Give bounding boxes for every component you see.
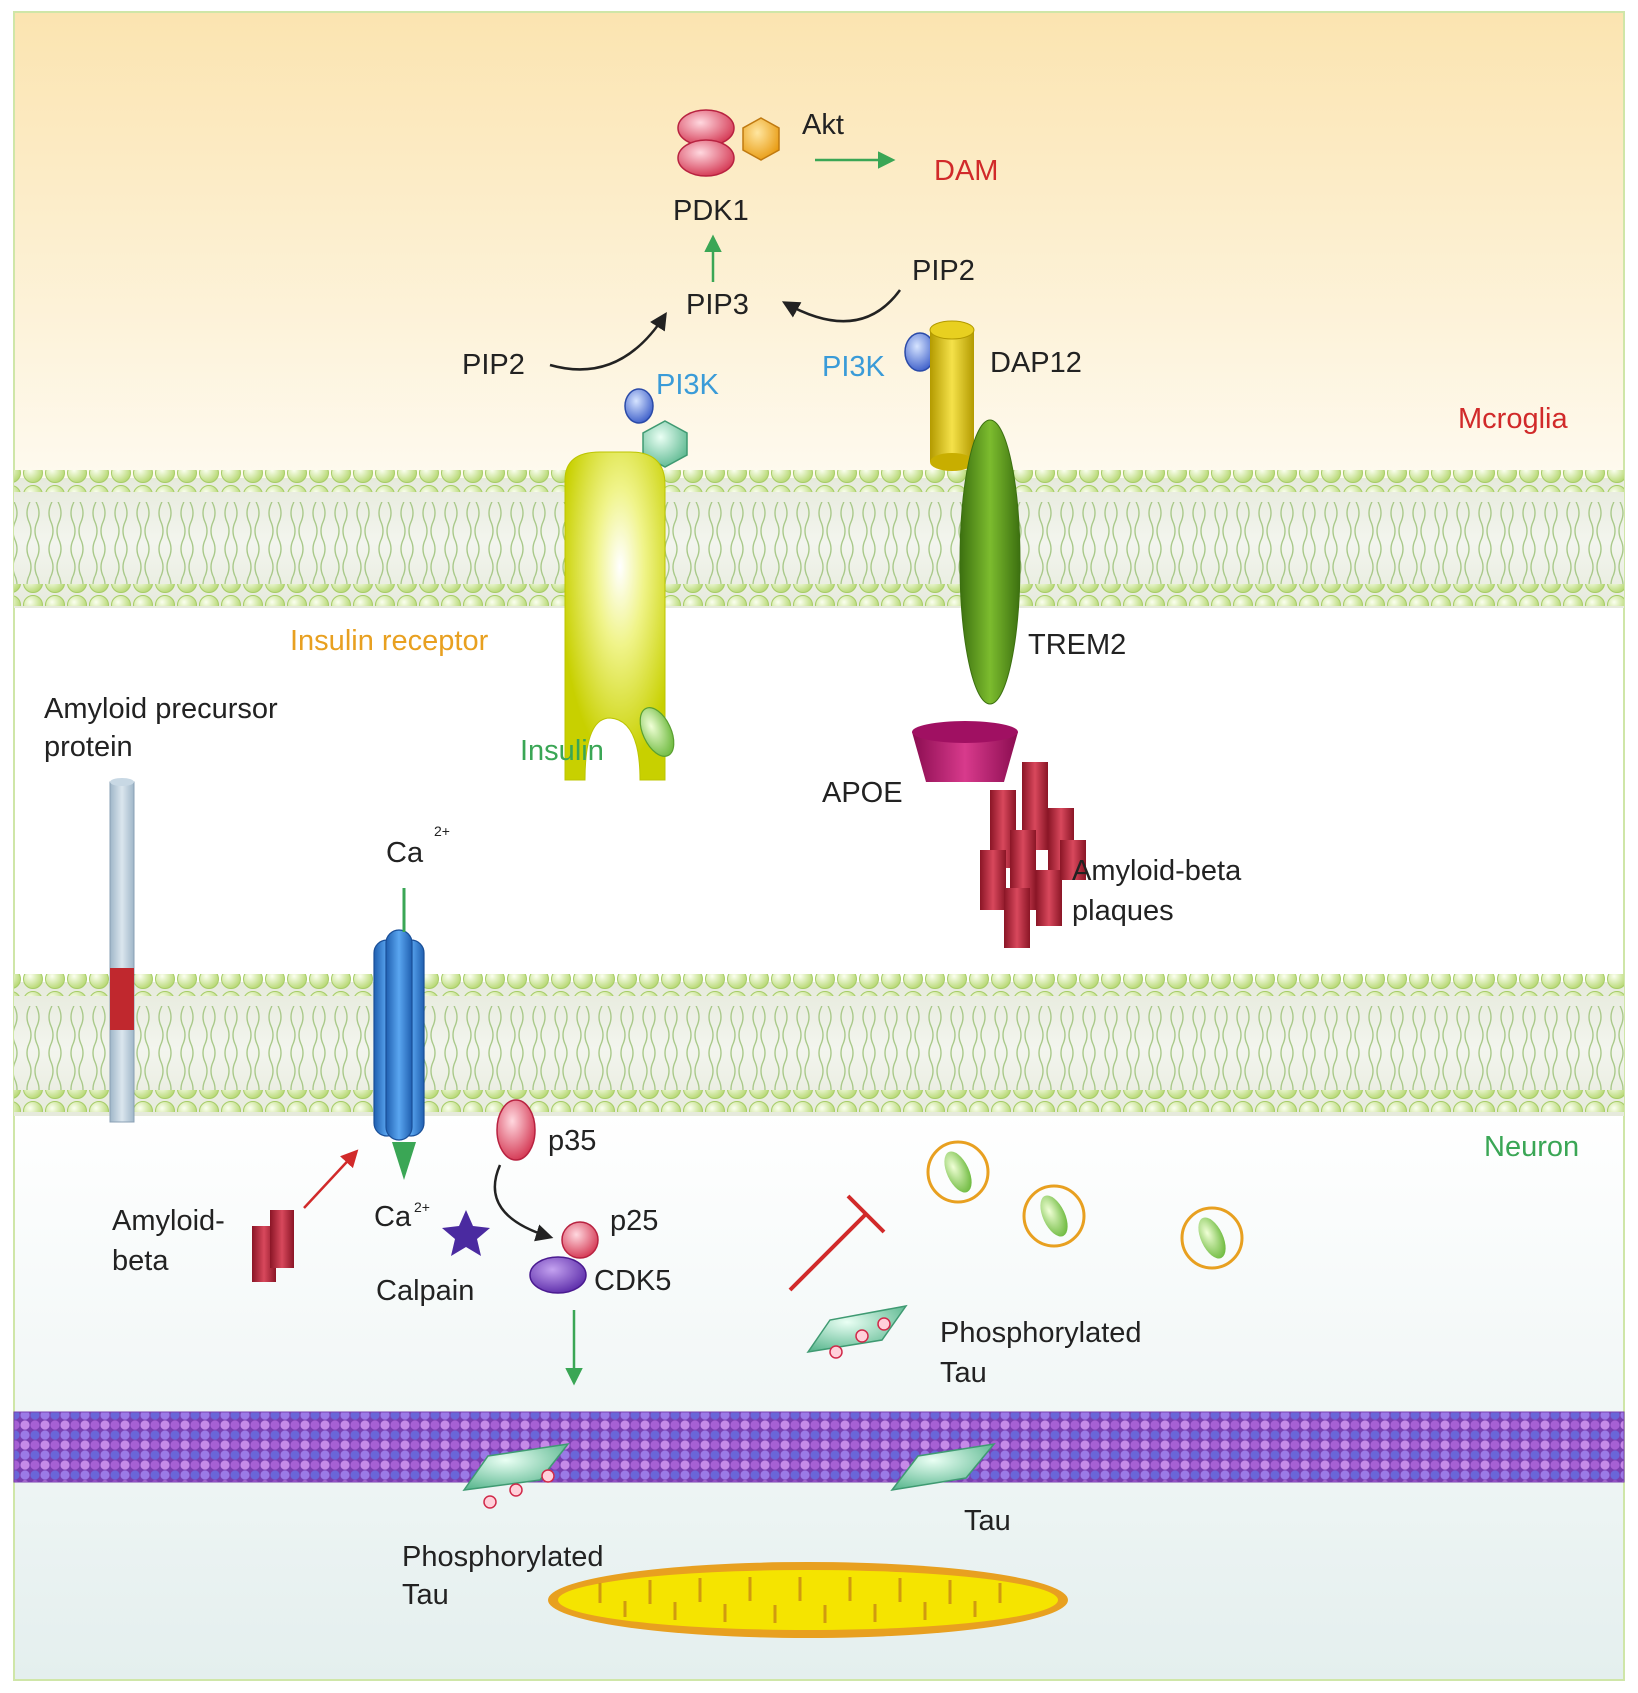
- figure-border: [13, 11, 1625, 1681]
- label-pi3k-right: PI3K: [822, 351, 886, 383]
- label-calcium-bottom-superscript: 2+: [414, 1199, 430, 1215]
- label-app-line1: Amyloid precursor: [44, 693, 278, 725]
- label-p35: p35: [548, 1125, 596, 1157]
- vesicle-2: [1022, 1184, 1086, 1248]
- microglia-background: [14, 12, 1624, 502]
- label-calcium-bottom: Ca: [374, 1201, 412, 1233]
- calcium-influx-arrowhead: [392, 1142, 416, 1180]
- label-p25: p25: [610, 1205, 658, 1237]
- extracellular-background: [14, 604, 1624, 990]
- label-ptau-left-line2: Tau: [402, 1579, 449, 1611]
- label-pi3k-left: PI3K: [656, 369, 720, 401]
- p35-to-p25-arrow: [493, 1164, 554, 1242]
- label-pip2-right: PIP2: [912, 255, 975, 287]
- label-dap12: DAP12: [990, 347, 1082, 379]
- cdk5-protein: [529, 1256, 587, 1294]
- phosphorylated-tau-free: [806, 1304, 908, 1359]
- phosphorylated-tau-bound: [462, 1442, 570, 1509]
- label-ptau-right-line2: Tau: [940, 1357, 987, 1389]
- mitochondrion: [548, 1562, 1068, 1638]
- label-akt: Akt: [802, 109, 844, 141]
- label-amyloid-beta-line1: Amyloid-: [112, 1205, 225, 1237]
- region-label-microglia: Mcroglia: [1458, 403, 1568, 435]
- vesicle-3: [1180, 1206, 1244, 1270]
- pip2-right-to-pip3-arrow: [781, 289, 902, 323]
- region-label-neuron: Neuron: [1484, 1131, 1579, 1163]
- microglia-membrane: [14, 470, 1624, 608]
- label-pdk1: PDK1: [673, 195, 749, 227]
- label-calcium-top-superscript: 2+: [434, 823, 450, 839]
- label-abeta-plaques-line1: Amyloid-beta: [1072, 855, 1242, 887]
- p25-protein: [561, 1221, 599, 1259]
- amyloid-beta-plaques: [980, 762, 1086, 948]
- dap12-protein: [929, 320, 975, 471]
- label-cdk5: CDK5: [594, 1265, 671, 1297]
- label-abeta-plaques-line2: plaques: [1072, 895, 1174, 927]
- inhibition-symbol: [788, 1194, 886, 1292]
- apoe-top: [912, 721, 1018, 743]
- calpain-star: [442, 1210, 490, 1256]
- label-dam: DAM: [934, 155, 998, 187]
- pdk1-protein: [677, 109, 735, 177]
- label-calpain: Calpain: [376, 1275, 474, 1307]
- akt-protein: [742, 117, 780, 161]
- label-trem2: TREM2: [1028, 629, 1126, 661]
- label-calcium-top: Ca: [386, 837, 424, 869]
- trem2-protein: [959, 419, 1021, 705]
- apoe-protein: [912, 732, 1018, 782]
- label-insulin: Insulin: [520, 735, 604, 767]
- label-apoe: APOE: [822, 777, 903, 809]
- label-tau: Tau: [964, 1505, 1011, 1537]
- label-pip2-left: PIP2: [462, 349, 525, 381]
- label-ptau-left-line1: Phosphorylated: [402, 1541, 604, 1573]
- amyloid-beta-oligomer: [252, 1210, 294, 1282]
- insulin-receptor: [564, 451, 666, 781]
- vesicle-1: [926, 1140, 990, 1204]
- calcium-channel: [373, 929, 425, 1141]
- microtubule: [13, 1411, 1625, 1483]
- pi3k-left-subunit-blue: [624, 388, 654, 424]
- pi3k-left-subunit-teal: [642, 420, 688, 468]
- label-pip3: PIP3: [686, 289, 749, 321]
- pip2-left-to-pip3-arrow: [549, 312, 667, 371]
- label-insulin-receptor: Insulin receptor: [290, 625, 489, 657]
- insulin-molecule: [639, 707, 675, 757]
- neuron-membrane: [14, 974, 1624, 1116]
- p35-protein: [496, 1099, 536, 1161]
- tau-protein: [890, 1442, 996, 1492]
- label-app-line2: protein: [44, 731, 133, 763]
- label-amyloid-beta-line2: beta: [112, 1245, 169, 1277]
- amyloid-precursor-protein: [109, 778, 135, 1123]
- amyloid-beta-to-channel-arrow: [303, 1149, 359, 1209]
- label-ptau-right-line1: Phosphorylated: [940, 1317, 1142, 1349]
